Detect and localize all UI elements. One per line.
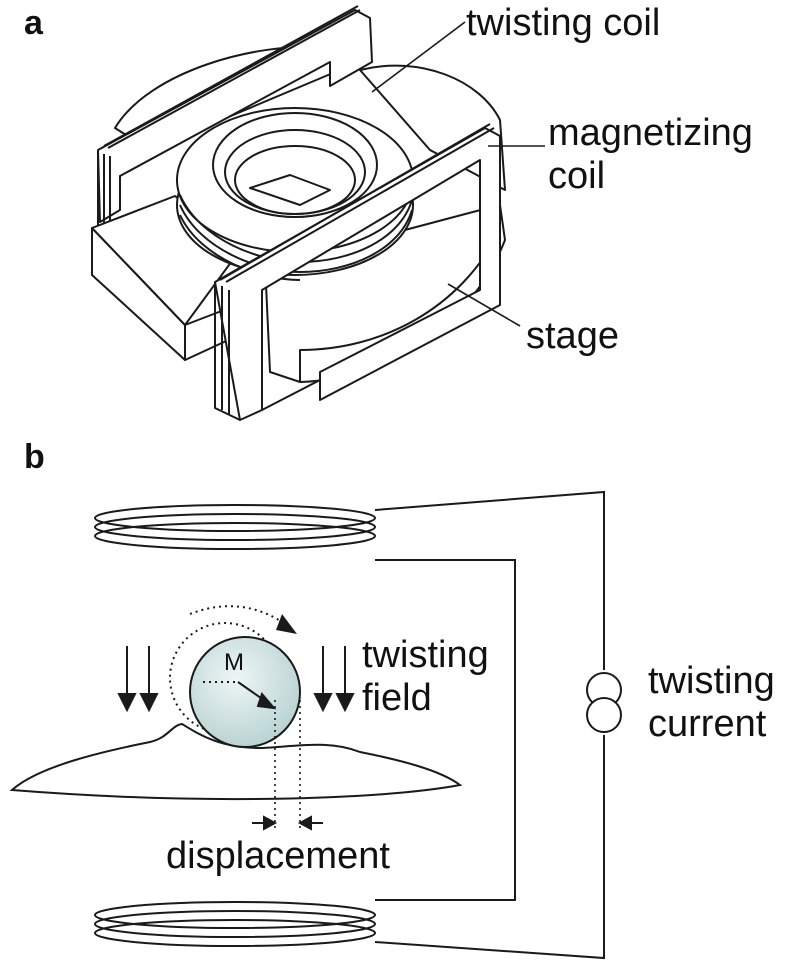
circuit-wires: [374, 490, 605, 960]
twisting-coil-inner: [212, 112, 378, 218]
panel-label-b: b: [24, 438, 45, 476]
moment-vector: [203, 681, 277, 710]
current-source-symbol: [586, 672, 622, 733]
label-twisting-coil: twisting coil: [466, 2, 661, 44]
bottom-coil: [94, 901, 376, 947]
leader-twisting-coil: [371, 21, 466, 93]
field-arrows-left: [117, 646, 159, 713]
front-magnetizing-coil: [214, 123, 501, 421]
label-displacement: displacement: [166, 835, 390, 877]
panel-label-a: a: [24, 4, 43, 42]
label-bead-moment: M: [224, 649, 244, 676]
leader-stage: [447, 283, 521, 327]
top-coil: [94, 504, 376, 550]
displacement-arrows: [252, 815, 323, 831]
magnetic-bead: [189, 636, 301, 748]
field-arrows-right: [313, 646, 355, 713]
label-stage: stage: [526, 315, 619, 357]
label-magnetizing-coil: magnetizing coil: [548, 112, 753, 197]
twisting-device-illustration: [91, 5, 506, 421]
cell-body: [9, 722, 463, 801]
label-twisting-current: twisting current: [648, 660, 775, 745]
rotation-arrow-head: [276, 614, 297, 634]
displacement-guides: [274, 700, 301, 832]
rotation-arrow: [189, 605, 291, 629]
panel-a-leader-lines: [371, 21, 545, 327]
label-twisting-field: twisting field: [362, 634, 489, 719]
